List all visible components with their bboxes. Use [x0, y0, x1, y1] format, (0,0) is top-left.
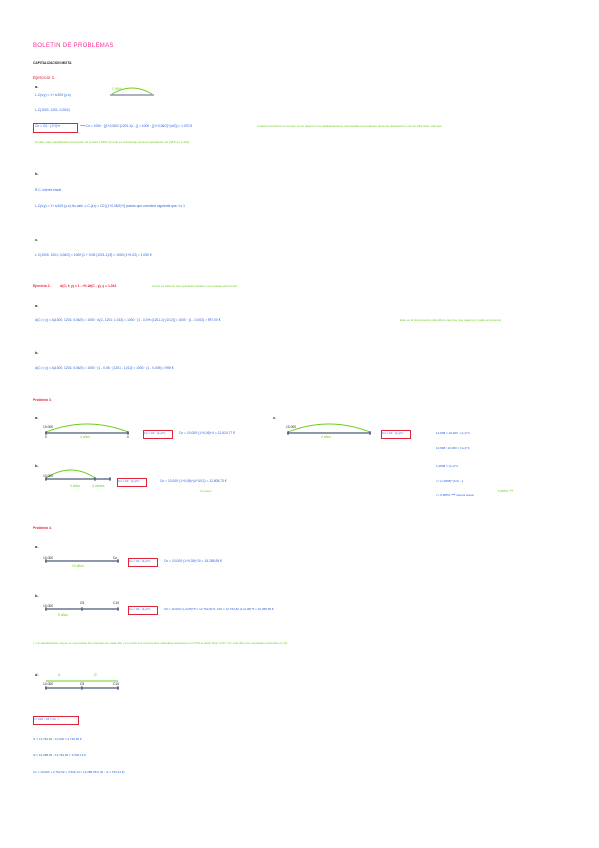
prob4-d-timeline	[45, 680, 119, 690]
prob4-b-c5: C5	[80, 601, 85, 605]
prob3-c-box	[381, 430, 411, 439]
prob3-c-r2: 12.808 / 10.000 = (1+i)^4	[436, 446, 470, 450]
prob4-d-r2: I2 = 16.288,95 - 12.762,82 = 3.526,13 €	[33, 753, 86, 757]
ej2-a-label: a.	[35, 303, 39, 308]
prob3-b-note: 3 meses	[200, 489, 212, 493]
ej1-a-line1: L.C(s;y) = 1+ s/100·(y-s)	[35, 93, 71, 97]
ej1-b-label: b.	[35, 171, 39, 176]
ej1-b-line1: R.C. interés lineal	[35, 188, 62, 192]
prob3-a-n: n	[127, 435, 129, 439]
ej2-note: Como se trata de una operación anterior,…	[152, 284, 238, 288]
ej1-b-line2: L.C(s;y) = 1+ s/100·(y-s) No vale. L.C.(…	[35, 204, 185, 208]
prob4-d-c5: C5	[80, 682, 85, 686]
prob4-d-r1: I1 = 12.762,82 - 10.000 = 2.762,82 €	[33, 737, 82, 741]
prob3-b-mid: 4 años	[70, 484, 80, 488]
prob4-c-line: c. La capitalización mayor es compuesta …	[33, 641, 289, 645]
prob3-b-box-text: Cn = C0 · (1+i)^n	[118, 479, 140, 483]
prob4-b-timeline	[45, 607, 119, 611]
ej1-c-label: c.	[35, 237, 39, 242]
prob3-a-zero: 0	[45, 435, 47, 439]
prob3-a-label: a.	[35, 415, 39, 420]
prob4-d-box	[33, 716, 79, 725]
ej2-b-label: b.	[35, 350, 39, 355]
ej2-b-line: A(C; t; y) = A(1000, 1201; 0,06/2) = 100…	[35, 366, 174, 370]
prob4-d-i2: I2	[94, 673, 97, 677]
prob4-d-label: d.	[35, 672, 39, 677]
prob3-c-left-value: 10.000	[286, 425, 297, 429]
prob3-a-left-value: 10.000	[43, 425, 54, 429]
prob3-b-right: 3 meses	[92, 484, 105, 488]
prob4-b-c10: C10	[113, 601, 120, 605]
ej2-a-comment: Este es el descontento obtenido lo que h…	[400, 318, 502, 322]
ej2-formula: A(C; t; y) = 1 - r%·Δt(C - y), y = 1.013	[60, 284, 117, 288]
prob3-c-box-text: Cn = C0 · (1+i)^n	[382, 431, 404, 435]
prob4-b-calc: C5 = 10.000·(1+0,05)^5 = 12.762,82 €; C1…	[164, 607, 274, 611]
prob4-d-c10: C10	[113, 682, 120, 686]
prob4-a-calc: Cn = 10.000·(1+0,05)^10 = 16.288,95 €	[164, 559, 222, 563]
prob4-d-box-text: I = C10 - C5 = Cn · i	[34, 717, 60, 721]
prob4-b-box	[128, 606, 158, 615]
prob3-c-timeline	[287, 423, 371, 435]
prob4-d-r3: Cn = 10.000 + 2.762,82 + 3.526,13 = 16.2…	[33, 770, 125, 774]
prob4-a-timeline	[45, 559, 119, 563]
ej1-a-formula-box	[33, 123, 78, 133]
prob3-a-box-text: Cn = C0 · (1+i)^n	[144, 431, 166, 435]
ej2-a-line: A(C; t; y) = A(1000, 1201; 0,06/2) = 100…	[35, 318, 221, 322]
prob3-b-timeline	[45, 469, 111, 481]
ej1-a-calc: ⟶ Cn = 1000 · [(1+0,06/2·(1201-1)/...)] …	[80, 124, 193, 128]
prob4-a-right-value: Cn	[113, 556, 118, 560]
prob3-c-time: 4 años	[321, 435, 331, 439]
document-title: BOLETIN DE PROBLEMAS	[33, 43, 114, 49]
prob4-a-label: a.	[35, 544, 39, 549]
ej1-a-box-text: Cn = C0 · (1+i)^n	[35, 124, 61, 128]
prob4-a-time: 10 años	[72, 564, 84, 568]
prob3-a-time: 4 años	[80, 435, 90, 439]
prob4-a-box-text: Cn = C0 · (1+i)^n	[129, 559, 151, 563]
prob3-b-box	[117, 478, 147, 487]
ej1-a-timeline-note: 1,06%	[112, 87, 122, 91]
prob3-b-left-value: 10.000	[43, 474, 54, 478]
prob4-d-left-value: 10.000	[43, 682, 54, 686]
prob3-c-r3: 1,2808 = (1+i)^4	[436, 464, 458, 468]
prob4-b-box-text: Cn = C0 · (1+i)^n	[129, 607, 151, 611]
ej1-a-comment: Cuando transcurre un tiempo no se paga e…	[257, 124, 442, 128]
ej1-heading: Ejercicio 1.	[33, 75, 56, 80]
prob4-a-box	[128, 558, 158, 567]
prob3-c-r5: i = 6,385% ⟶ interés anual	[436, 493, 474, 497]
document-subtitle: CAPITALIZACION MIXTA	[33, 61, 72, 65]
prob4-b-time: 5 años	[58, 613, 68, 617]
prob3-c-note: 6,385% ⟶	[498, 489, 514, 493]
prob3-heading: Problema 3.	[33, 398, 52, 402]
ej1-a-comment2: el valor visto capitalizado al aumento d…	[35, 140, 191, 144]
ej1-a-timeline	[110, 87, 154, 96]
prob3-b-calc: Cn = 10.000·(1+0,06)^(4+3/12) = 12.808,7…	[160, 479, 227, 483]
prob4-b-label: b.	[35, 593, 39, 598]
ej1-c-line1: L·C(1000, 1201; 0,06/2) = 1000·[1 + 0,06…	[35, 253, 152, 257]
ej1-a-line2: L.C(1000, 1201; 0,06/2)	[35, 108, 70, 112]
prob3-a-box	[143, 430, 173, 439]
prob3-a-calc: Cn = 10.000·(1+0,06)^4 = 12.624,77 €	[179, 431, 236, 435]
prob4-a-left-value: 10.000	[43, 556, 54, 560]
prob3-b-label: b.	[35, 463, 39, 468]
prob4-heading: Problema 4.	[33, 526, 52, 530]
prob3-c-r1: 12.808 = 10.000 · (1+i)^4	[436, 431, 470, 435]
prob4-b-left-value: 10.000	[43, 604, 54, 608]
prob3-c-label: c.	[273, 415, 277, 420]
prob3-c-r4: i = (1,2808)^(1/4) - 1	[436, 479, 464, 483]
ej1-a-label: a.	[35, 84, 39, 89]
prob4-d-i1: I1	[58, 673, 61, 677]
prob3-a-timeline	[45, 423, 129, 435]
ej2-heading: Ejercicio 2.	[33, 284, 51, 288]
